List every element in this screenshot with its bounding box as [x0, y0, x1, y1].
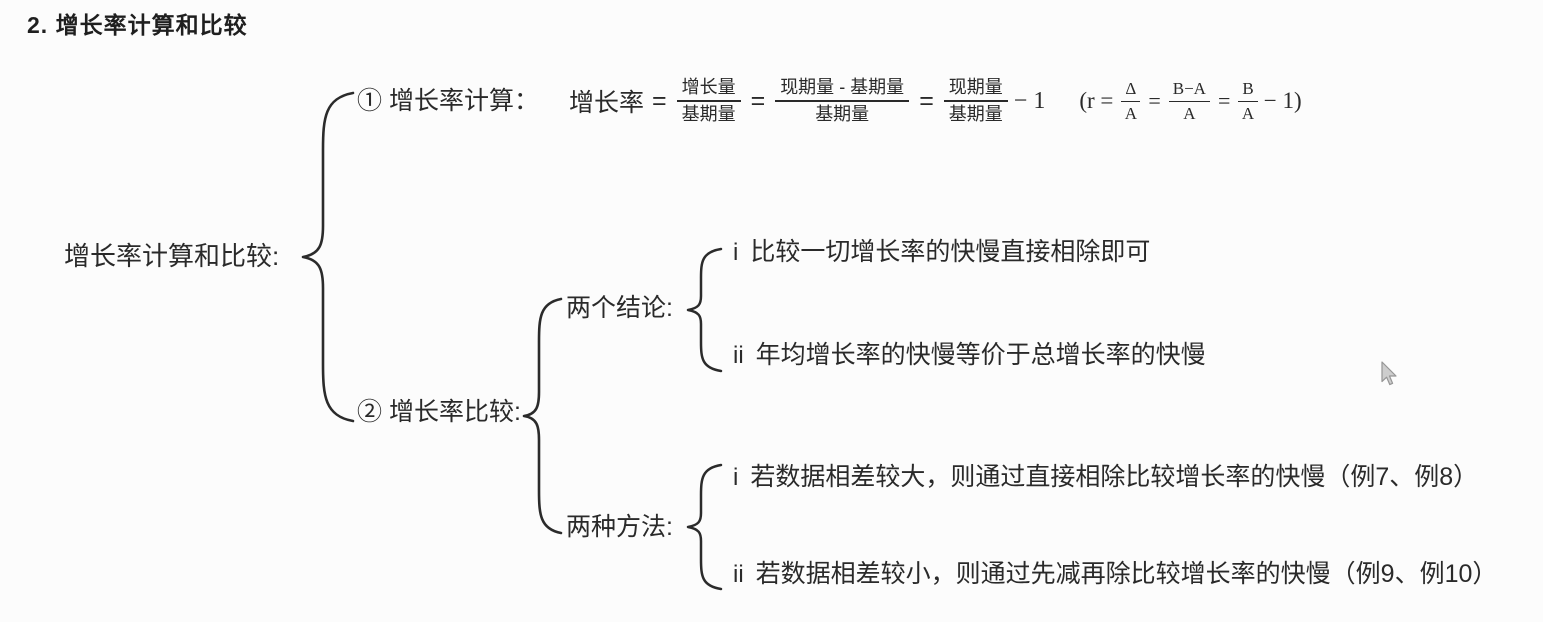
branch-growth-rate-calculation: ① 增长率计算： 增长率 = 增长量 基期量 = 现期量 - 基期量 基期量 =…	[357, 62, 1302, 140]
cursor-arrow-shape	[1381, 361, 1397, 386]
fraction-numerator: 现期量 - 基期量	[775, 76, 910, 102]
item-marker: ii	[733, 561, 744, 588]
fraction-denominator: A	[1241, 103, 1255, 123]
group-two-methods-label: 两种方法:	[566, 513, 673, 541]
fraction-denominator: 基期量	[948, 104, 1003, 124]
item-text: 若数据相差较小，则通过先减再除比较增长率的快慢（例9、例10）	[755, 560, 1498, 588]
algebra-close: − 1)	[1263, 88, 1302, 113]
curly-brace-shape	[686, 247, 723, 373]
equals-sign: =	[651, 86, 667, 115]
root-node-label: 增长率计算和比较:	[64, 241, 280, 271]
item-marker: ii	[733, 342, 744, 369]
fraction-denominator: A	[1183, 103, 1196, 123]
root-brace	[301, 91, 355, 423]
branch-growth-rate-comparison-label: ② 增长率比较:	[357, 398, 521, 426]
conclusion-item-2: ii 年均增长率的快慢等价于总增长率的快慢	[733, 340, 1206, 371]
comparison-brace	[522, 297, 563, 535]
fraction-numerator: 增长量	[676, 76, 741, 102]
formula-lhs: 增长率	[568, 89, 644, 117]
fraction-delta-over-a: Δ A	[1121, 78, 1141, 124]
two-methods-brace	[686, 463, 723, 591]
conclusion-item-1: i 比较一切增长率的快慢直接相除即可	[733, 237, 1150, 268]
group-two-conclusions-label: 两个结论:	[566, 294, 673, 322]
algebra-open: (r =	[1079, 88, 1114, 113]
fraction-numerator: B−A	[1168, 78, 1210, 102]
item-text: 年均增长率的快慢等价于总增长率的快慢	[755, 341, 1206, 369]
fraction-denominator: 基期量	[681, 104, 736, 124]
item-marker: i	[733, 239, 739, 266]
fraction-b-over-a: B A	[1238, 78, 1258, 124]
fraction-current-over-base: 现期量 基期量	[943, 76, 1008, 127]
item-text: 若数据相差较大，则通过直接相除比较增长率的快慢（例7、例8）	[750, 463, 1479, 491]
fraction-b-minus-a-over-a: B−A A	[1168, 78, 1210, 124]
fraction-denominator: 基期量	[815, 104, 870, 124]
curly-brace-shape	[522, 297, 563, 535]
two-conclusions-brace	[686, 247, 723, 373]
equals-sign: =	[1148, 88, 1161, 113]
curly-brace-shape	[686, 463, 723, 591]
method-item-1: i 若数据相差较大，则通过直接相除比较增长率的快慢（例7、例8）	[733, 462, 1478, 493]
equals-sign: =	[1217, 88, 1231, 113]
fraction-current-minus-base-over-base: 现期量 - 基期量 基期量	[775, 76, 910, 127]
curly-brace-shape	[301, 91, 355, 423]
fraction-denominator: A	[1124, 103, 1137, 123]
equals-sign: =	[750, 86, 766, 115]
fraction-numerator: 现期量	[943, 76, 1008, 102]
fraction-growth-over-base: 增长量 基期量	[676, 76, 741, 127]
branch1-label: ① 增长率计算：	[357, 87, 539, 115]
item-text: 比较一切增长率的快慢直接相除即可	[750, 238, 1151, 266]
algebraic-formula: (r = Δ A = B−A A = B A − 1)	[1079, 78, 1301, 124]
method-item-2: ii 若数据相差较小，则通过先减再除比较增长率的快慢（例9、例10）	[733, 559, 1497, 590]
page-title: 2. 增长率计算和比较	[27, 12, 248, 38]
fraction-numerator: B	[1238, 78, 1258, 102]
mouse-arrow-icon	[1381, 361, 1397, 386]
fraction-numerator: Δ	[1121, 78, 1141, 102]
minus-one: − 1	[1013, 87, 1046, 114]
equals-sign: =	[919, 86, 934, 115]
item-marker: i	[733, 464, 739, 491]
